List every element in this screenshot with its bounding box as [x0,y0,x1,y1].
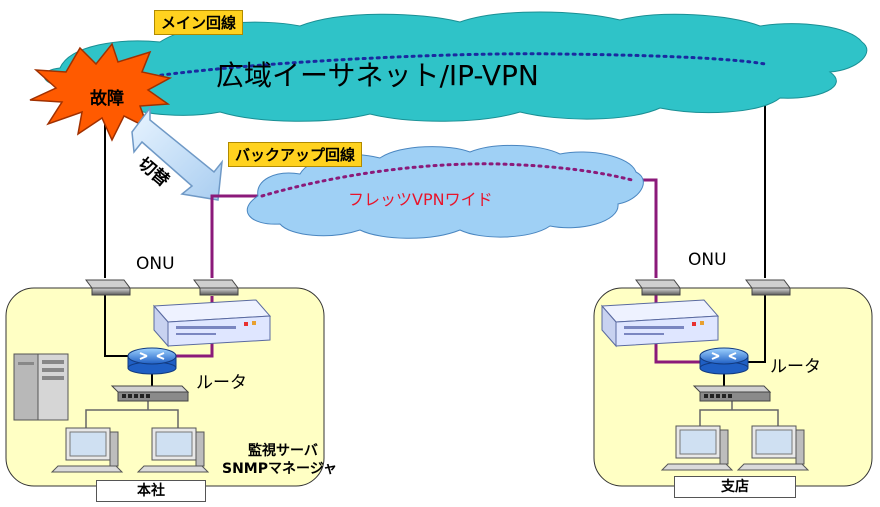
pc-icon-right-1 [660,425,734,471]
lan-bus-left [85,409,179,436]
onu-device-left-backup [193,279,239,296]
onu-device-right-backup [635,279,681,296]
router-label-left: ルータ [196,373,247,393]
onu-label-right: ONU [688,250,727,270]
head-office-label: 本社 [96,480,206,502]
pc-icon-left-2 [136,427,210,473]
wan-cloud [43,11,868,122]
main-line-tag: メイン回線 [154,10,244,35]
router-label-right: ルータ [770,357,821,377]
monitor-server-label-1: 監視サーバ [248,443,318,459]
main-line-dotted [138,52,767,80]
switch-hub-left [110,385,190,402]
onu-label-left: ONU [136,254,175,274]
backup-line-head-office [210,194,262,278]
onu-router-wire-right [748,290,766,363]
lan-bus-right [699,409,779,432]
backup-line-tag: バックアップ回線 [228,142,363,167]
pc-icon-right-2 [736,425,810,471]
explosion-shape [29,42,173,142]
onu-device-right-main [745,279,791,296]
vpn-appliance-right [600,299,720,348]
backup-line-dotted [260,162,634,198]
flets-cloud [246,145,644,239]
onu-router-wire-left [104,290,130,357]
switch-hub-right [692,385,772,402]
branch-label: 支店 [674,476,796,498]
vpn-appliance-left [152,299,272,348]
failure-label: 故障 [90,89,124,109]
monitor-server-label-2: SNMPマネージャ [222,461,338,477]
onu-device-left-main [85,279,131,296]
flets-cloud-label: フレッツVPNワイド [348,190,493,209]
server-icon [13,353,69,421]
router-icon-left [127,347,177,375]
wan-cloud-label: 広域イーサネット/IP-VPN [216,59,539,92]
pc-icon-left-1 [50,427,124,473]
switchover-arrow [131,105,224,201]
router-icon-right [699,347,749,375]
